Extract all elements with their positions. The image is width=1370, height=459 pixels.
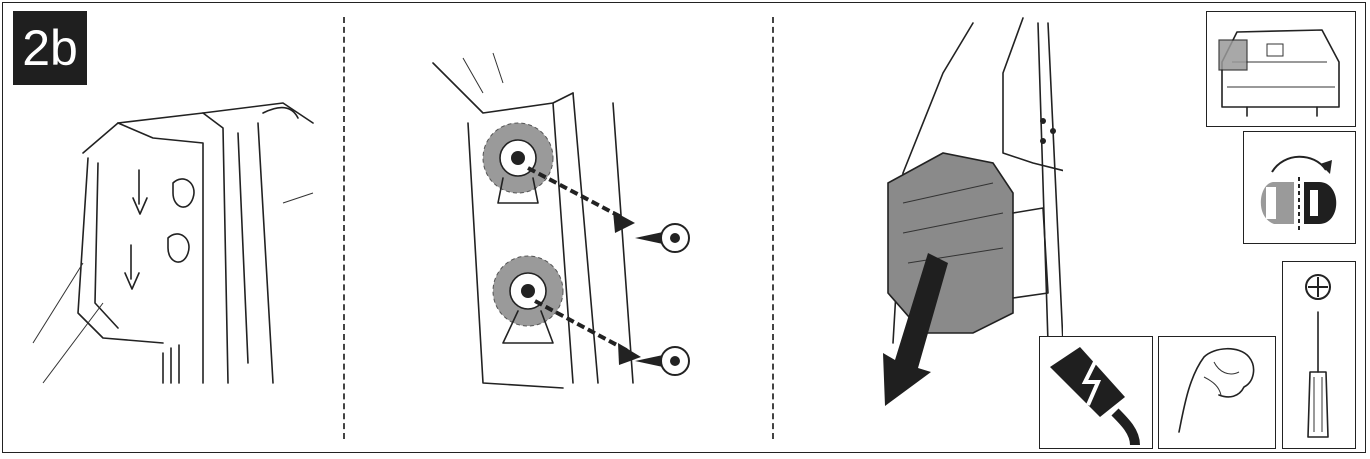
- instruction-sheet: 2b: [2, 2, 1366, 453]
- remove-screws-panel: [423, 43, 723, 443]
- arrow-down-icon: [124, 244, 140, 290]
- tailgate-panel: [32, 102, 314, 384]
- car-rear-location-icon: [1218, 29, 1340, 117]
- panel-divider: [343, 17, 345, 439]
- tailgate-overview-panel: [23, 83, 333, 443]
- phillips-screwdriver-icon: [1305, 274, 1331, 438]
- arrow-down-icon: [132, 169, 148, 215]
- car-rear-location-box: [1206, 11, 1356, 127]
- side-toggle-box: [1243, 131, 1356, 244]
- screwdriver-box: [1282, 261, 1356, 449]
- remove-trim-panel: [863, 13, 1063, 443]
- side-toggle-icon: [1260, 155, 1337, 232]
- glove-box: [1158, 336, 1276, 449]
- panel-divider: [772, 17, 774, 439]
- electrical-hazard-box: [1039, 336, 1153, 449]
- electrical-hazard-icon: [1050, 347, 1140, 446]
- bracket-illustration: [432, 52, 641, 389]
- screw-icon: [635, 346, 690, 376]
- screw-icon: [635, 223, 690, 253]
- arrow-down-icon: [883, 253, 948, 406]
- step-badge: 2b: [13, 11, 87, 85]
- glove-hand-icon: [1178, 347, 1255, 433]
